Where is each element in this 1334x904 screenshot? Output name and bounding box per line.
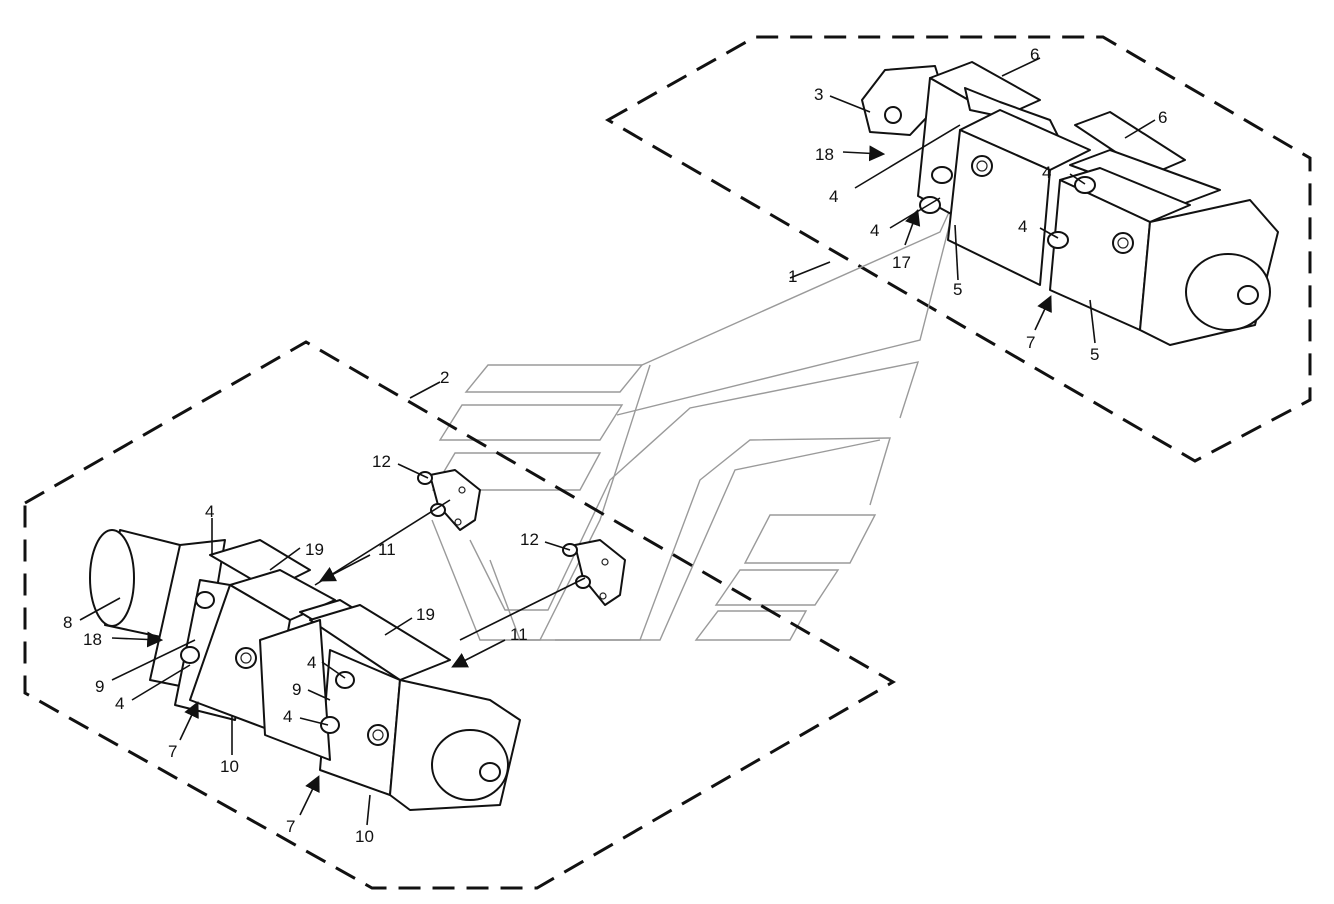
callout-5-a: 5 <box>953 280 962 299</box>
callout-6-right: 6 <box>1158 108 1167 127</box>
group-boundary-2 <box>23 340 896 890</box>
leader-lines <box>616 209 953 416</box>
callout-9-b: 9 <box>292 680 301 699</box>
callout-4-upper-a: 4 <box>829 187 838 206</box>
watermark-logo <box>431 361 920 641</box>
callout-1: 1 <box>788 267 797 286</box>
pump-assembly-upper <box>861 61 1279 346</box>
callout-4-upper-c: 4 <box>870 221 879 240</box>
callout-8: 8 <box>63 613 72 632</box>
callout-4-lower-c: 4 <box>115 694 124 713</box>
callout-19-b: 19 <box>416 605 435 624</box>
callout-10-a: 10 <box>220 757 239 776</box>
callout-4-upper-b: 4 <box>1042 163 1051 182</box>
callout-11-a: 11 <box>378 540 396 559</box>
callout-18-lower: 18 <box>83 630 102 649</box>
callout-7-lower-a: 7 <box>168 742 177 761</box>
callout-labels: 1 2 3 6 6 18 4 4 4 4 17 5 7 5 12 12 4 19… <box>63 45 1167 846</box>
callout-2: 2 <box>440 368 449 387</box>
callout-3: 3 <box>814 85 823 104</box>
callout-18-upper: 18 <box>815 145 834 164</box>
callout-4-lower-a: 4 <box>205 502 214 521</box>
callout-6-top: 6 <box>1030 45 1039 64</box>
callout-7-lower-b: 7 <box>286 817 295 836</box>
arrows <box>111 145 1052 816</box>
callout-4-upper-d: 4 <box>1018 217 1027 236</box>
callout-12-b: 12 <box>520 530 539 549</box>
callout-10-b: 10 <box>355 827 374 846</box>
callout-4-lower-d: 4 <box>283 707 292 726</box>
callout-17: 17 <box>892 253 911 272</box>
callout-12-a: 12 <box>372 452 391 471</box>
callout-19-a: 19 <box>305 540 324 559</box>
callout-4-lower-b: 4 <box>307 653 316 672</box>
callout-9-a: 9 <box>95 677 104 696</box>
group-boundary-1 <box>604 35 1312 463</box>
callout-7-upper: 7 <box>1026 333 1035 352</box>
callout-11-b: 11 <box>510 625 528 644</box>
connector-lower <box>562 539 626 606</box>
callout-5-b: 5 <box>1090 345 1099 364</box>
pump-assembly-lower <box>89 529 521 811</box>
